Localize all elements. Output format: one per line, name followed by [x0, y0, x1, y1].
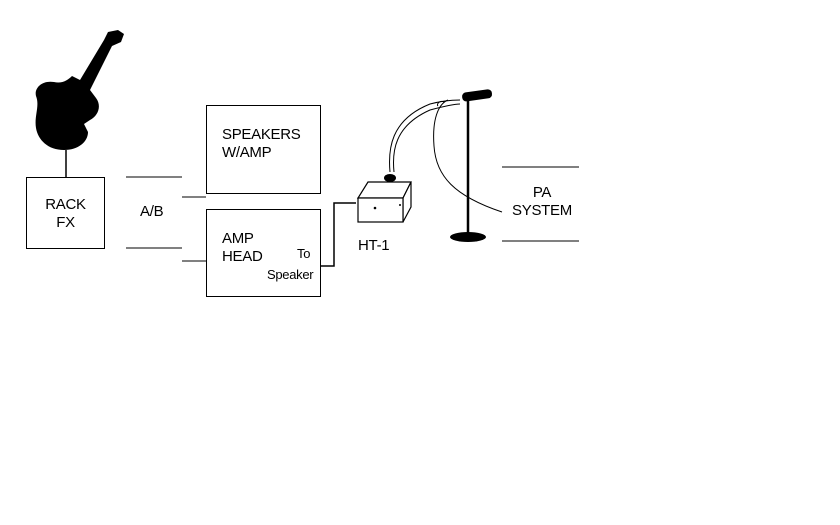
ht1-mic-cable-inner [393, 103, 461, 173]
pa-system-label-2: SYSTEM [512, 202, 572, 219]
amp-head-box: AMP HEAD To Speaker [206, 209, 321, 297]
amp-head-label-2: HEAD [222, 248, 263, 265]
ht1-box [356, 174, 412, 223]
speaker-cable [321, 202, 356, 267]
rack-fx-box: RACK FX [26, 177, 105, 249]
pa-system-label-1: PA [532, 184, 552, 201]
microphone-stand-icon [433, 89, 503, 242]
to-speaker-label-2: Speaker [267, 267, 314, 282]
rack-fx-label-2: FX [56, 214, 75, 231]
ab-switch-label: A/B [140, 203, 164, 220]
electric-guitar-icon [35, 30, 124, 150]
ht1-mic-cable-outer [389, 99, 461, 173]
speakers-w-amp-box: SPEAKERS W/AMP [206, 105, 321, 194]
amp-head-label-1: AMP [222, 230, 254, 247]
speakers-label-1: SPEAKERS [222, 126, 301, 143]
speakers-label-2: W/AMP [222, 144, 272, 161]
ht1-label: HT-1 [358, 237, 390, 254]
to-speaker-label-1: To [297, 246, 311, 261]
rack-fx-label-1: RACK [45, 196, 86, 213]
